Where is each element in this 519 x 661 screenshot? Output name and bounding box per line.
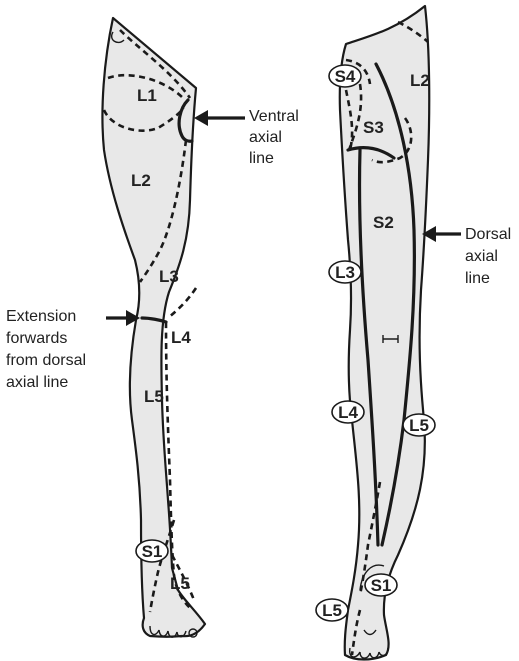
extension-label-line3: from dorsal — [6, 352, 86, 369]
dorsal-label-line1: Dorsal — [465, 226, 511, 243]
dorsal-label-line3: line — [465, 270, 490, 287]
ventral-label-line3: line — [249, 150, 274, 167]
extension-label-line2: forwards — [6, 330, 67, 347]
back-label-s3: S3 — [363, 118, 384, 137]
back-label-l2: L2 — [410, 71, 430, 90]
posterior-leg-outline — [340, 6, 429, 660]
extension-label-line1: Extension — [6, 308, 76, 325]
dorsal-label-line2: axial — [465, 248, 498, 265]
ventral-label-line2: axial — [249, 129, 282, 146]
front-label-l5-foot: L5 — [170, 574, 190, 593]
back-label-l3: L3 — [335, 263, 355, 282]
dorsal-axial-annotation: Dorsal axial line — [422, 226, 511, 287]
front-label-l2: L2 — [131, 171, 151, 190]
back-label-l5-foot: L5 — [322, 601, 342, 620]
front-label-l1: L1 — [137, 86, 157, 105]
back-label-l4: L4 — [338, 403, 358, 422]
back-label-s1: S1 — [371, 576, 392, 595]
back-label-s4: S4 — [335, 67, 356, 86]
ventral-axial-annotation: Ventral axial line — [194, 108, 299, 167]
front-label-l4: L4 — [171, 328, 191, 347]
extension-annotation: Extension forwards from dorsal axial lin… — [6, 308, 140, 391]
anterior-leg: L1 L2 L3 L4 L5 S1 L5 — [102, 18, 205, 637]
ventral-label-line1: Ventral — [249, 108, 299, 125]
back-label-s2: S2 — [373, 213, 394, 232]
extension-label-line4: axial line — [6, 374, 68, 391]
back-label-l5: L5 — [409, 416, 429, 435]
posterior-leg: S4 L2 S3 S2 L3 L4 L5 S1 L5 — [316, 6, 435, 660]
front-label-l3: L3 — [159, 267, 179, 286]
front-label-l5: L5 — [144, 387, 164, 406]
front-label-s1: S1 — [142, 542, 163, 561]
